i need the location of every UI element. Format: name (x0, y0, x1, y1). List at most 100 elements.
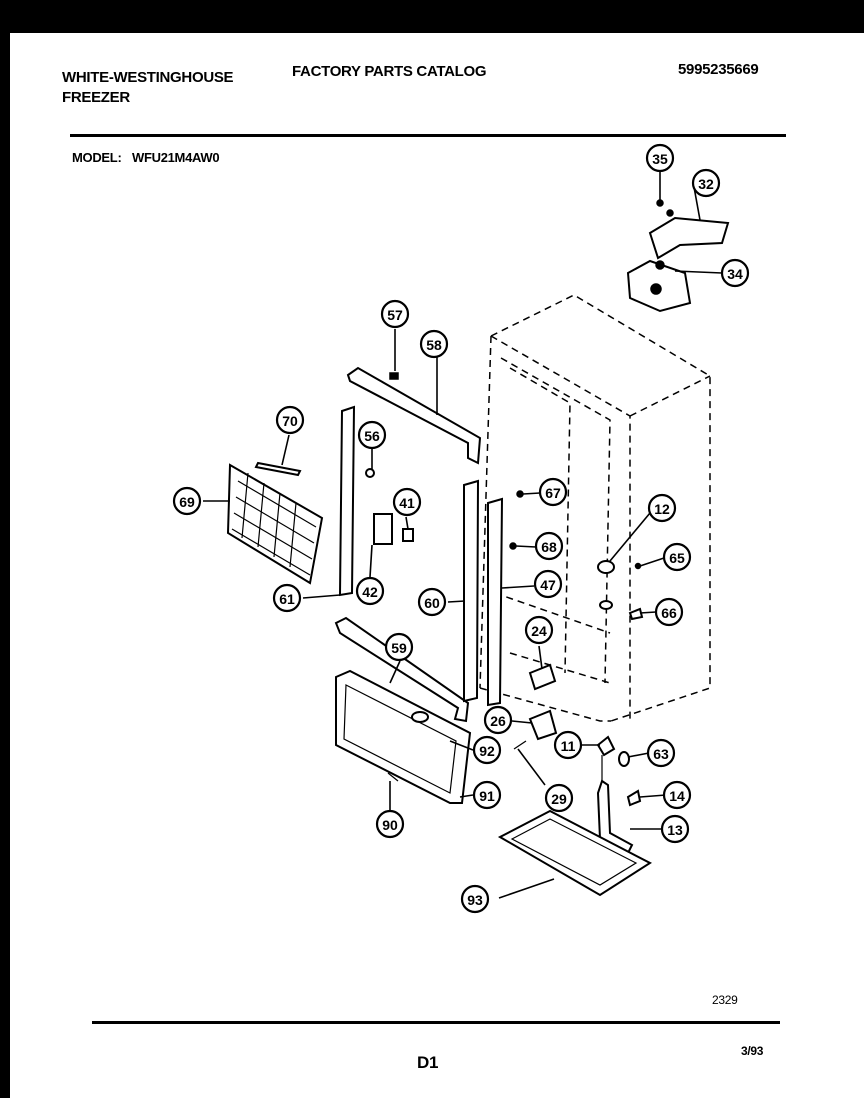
callout-number: 12 (654, 501, 670, 517)
callout-number: 42 (362, 584, 378, 600)
callout-47: 47 (533, 569, 563, 599)
callout-circle (384, 632, 414, 662)
catalog-title: FACTORY PARTS CATALOG (292, 63, 487, 80)
callout-circle (472, 735, 502, 765)
brand-line-2: FREEZER (62, 89, 130, 106)
callout-circle (357, 420, 387, 450)
callout-number: 68 (541, 539, 557, 555)
callout-68: 68 (534, 531, 564, 561)
callout-29: 29 (544, 783, 574, 813)
callout-63: 63 (646, 738, 676, 768)
callout-circle (544, 783, 574, 813)
page-date: 3/93 (741, 1044, 764, 1058)
callout-number: 13 (667, 822, 683, 838)
catalog-sheet: WHITE-WESTINGHOUSE FREEZER FACTORY PARTS… (10, 33, 864, 1098)
callout-90: 90 (375, 809, 405, 839)
model-label: MODEL: (72, 150, 122, 165)
callout-number: 91 (479, 788, 495, 804)
callout-number: 57 (387, 307, 403, 323)
callout-number: 35 (652, 151, 668, 167)
callout-number: 69 (179, 494, 195, 510)
header-rule (70, 134, 786, 137)
callout-24: 24 (524, 615, 554, 645)
cabinet-outline (479, 294, 711, 722)
callout-70: 70 (275, 405, 305, 435)
callout-circle (553, 730, 583, 760)
callout-number: 65 (669, 550, 685, 566)
callout-32: 32 (691, 168, 721, 198)
callout-26: 26 (483, 705, 513, 735)
callout-circle (417, 587, 447, 617)
callout-13: 13 (660, 814, 690, 844)
callout-56: 56 (357, 420, 387, 450)
callout-circle (380, 299, 410, 329)
drain-assembly (497, 779, 652, 897)
callout-circle (654, 597, 684, 627)
callout-circle (660, 814, 690, 844)
callout-number: 32 (698, 176, 714, 192)
callout-58: 58 (419, 329, 449, 359)
callout-number: 63 (653, 746, 669, 762)
callout-circle (720, 258, 750, 288)
footer-rule (92, 1021, 780, 1024)
callout-number: 60 (424, 595, 440, 611)
callout-93: 93 (460, 884, 490, 914)
brand-line-1: WHITE-WESTINGHOUSE (62, 69, 234, 86)
callout-42: 42 (355, 576, 385, 606)
callout-number: 56 (364, 428, 380, 444)
callout-circle (524, 615, 554, 645)
exploded-parts-diagram: 35 32 34 57 58 70 56 41 69 42 61 60 59 92 91 90 67 68 47 12… (172, 143, 750, 914)
callout-number: 61 (279, 591, 295, 607)
callout-66: 66 (654, 597, 684, 627)
part-callouts: 35 32 34 57 58 70 56 41 69 42 61 60 59 92 91 90 67 68 47 12… (172, 143, 750, 914)
callout-35: 35 (645, 143, 675, 173)
callout-59: 59 (384, 632, 414, 662)
model-number: WFU21M4AW0 (132, 150, 220, 165)
callout-41: 41 (392, 487, 422, 517)
callout-91: 91 (472, 780, 502, 810)
callout-number: 29 (551, 791, 567, 807)
callout-circle (691, 168, 721, 198)
drawing-number: 2329 (712, 993, 738, 1007)
callout-circle (483, 705, 513, 735)
callout-number: 70 (282, 413, 298, 429)
callout-60: 60 (417, 587, 447, 617)
callout-65: 65 (662, 542, 692, 572)
callout-circle (275, 405, 305, 435)
page-label: D1 (417, 1053, 439, 1072)
callout-circle (355, 576, 385, 606)
callout-number: 93 (467, 892, 483, 908)
callout-number: 47 (540, 577, 556, 593)
callout-circle (460, 884, 490, 914)
callout-92: 92 (472, 735, 502, 765)
callout-circle (533, 569, 563, 599)
toe-grille (335, 669, 472, 804)
leader-lines (203, 169, 723, 899)
lower-hinge-parts (509, 490, 644, 807)
callout-circle (662, 542, 692, 572)
callout-circle (472, 780, 502, 810)
catalog-number: 5995235669 (678, 61, 759, 78)
callout-number: 67 (545, 485, 561, 501)
callout-circle (375, 809, 405, 839)
callout-34: 34 (720, 258, 750, 288)
callout-57: 57 (380, 299, 410, 329)
callout-67: 67 (538, 477, 568, 507)
callout-61: 61 (272, 583, 302, 613)
callout-number: 66 (661, 605, 677, 621)
callout-14: 14 (662, 780, 692, 810)
callout-11: 11 (553, 730, 583, 760)
callout-circle (646, 738, 676, 768)
callout-circle (392, 487, 422, 517)
callout-number: 92 (479, 743, 495, 759)
callout-number: 41 (399, 495, 415, 511)
callout-circle (662, 780, 692, 810)
callout-69: 69 (172, 486, 202, 516)
door-frame (334, 366, 504, 723)
callout-circle (647, 493, 677, 523)
basket (226, 461, 324, 585)
callout-number: 59 (391, 640, 407, 656)
callout-circle (172, 486, 202, 516)
callout-number: 26 (490, 713, 506, 729)
callout-number: 24 (531, 623, 547, 639)
